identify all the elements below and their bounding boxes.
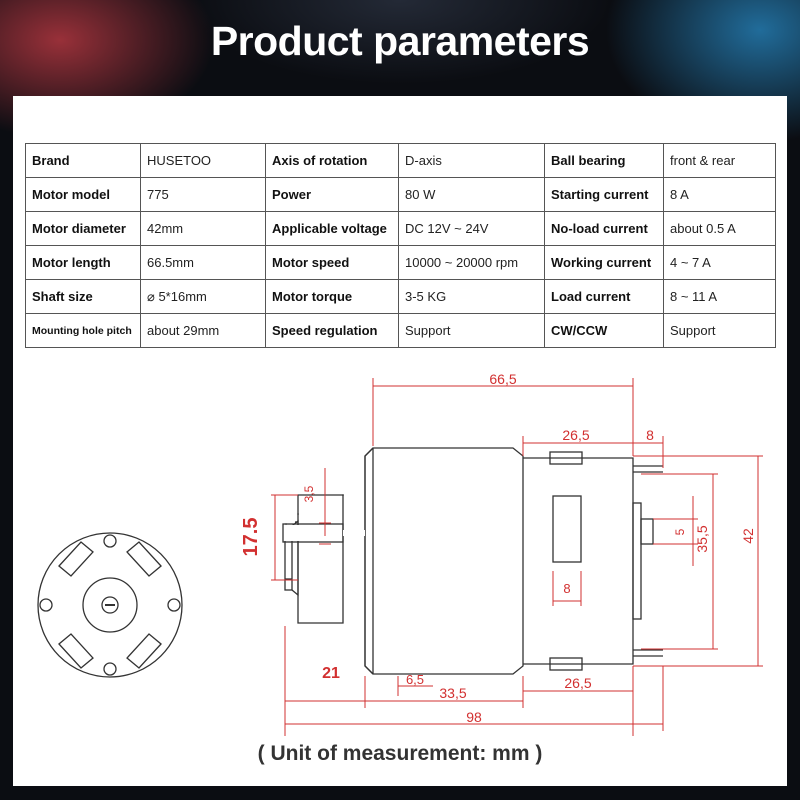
spec-value: DC 12V ~ 24V [398,211,545,246]
spec-value: 66.5mm [140,245,266,280]
dim-terminal: 8 [646,427,654,443]
dim-body-length: 66,5 [489,371,516,387]
motor-side-view [282,447,663,675]
spec-key: Starting current [544,177,664,212]
spec-value: 775 [140,177,266,212]
dimension-labels: 66,5 26,5 8 8 21 6,5 33,5 26,5 98 17.5 3… [240,371,756,725]
dim-window: 8 [563,581,570,596]
dim-boss-len: 6,5 [406,672,424,687]
motor-drawing: 66,5 26,5 8 8 21 6,5 33,5 26,5 98 17.5 3… [37,371,763,736]
spec-value: 42mm [140,211,266,246]
spec-value: 80 W [398,177,545,212]
spec-key: Brand [25,143,141,178]
page-title: Product parameters [210,18,590,64]
spec-key: Power [265,177,399,212]
spec-value: 8 ~ 11 A [663,279,776,314]
spec-value: Support [398,313,545,348]
spec-key: Axis of rotation [265,143,399,178]
spec-key: Motor torque [265,279,399,314]
spec-value: Support [663,313,776,348]
dim-rear-dia: 35,5 [694,525,710,552]
spec-key: Applicable voltage [265,211,399,246]
spec-key: Speed regulation [265,313,399,348]
dim-body-mid: 33,5 [439,685,466,701]
spec-key: Shaft size [25,279,141,314]
spec-key: Motor model [25,177,141,212]
unit-note: ( Unit of measurement: mm ) [257,742,543,765]
spec-key: Motor diameter [25,211,141,246]
dim-front-height: 17.5 [240,518,262,557]
dim-rear-bottom: 26,5 [564,675,591,691]
dimension-lines [271,378,763,736]
motor-end-view [37,532,183,678]
spec-value: 8 A [663,177,776,212]
dim-shaft-step: 3,5 [302,485,316,502]
spec-key: Motor length [25,245,141,280]
spec-value: ⌀ 5*16mm [140,279,266,314]
dim-total: 98 [466,709,482,725]
spec-value: about 29mm [140,313,266,348]
spec-key: CW/CCW [544,313,664,348]
spec-value: 4 ~ 7 A [663,245,776,280]
spec-key: Load current [544,279,664,314]
spec-value: 3-5 KG [398,279,545,314]
dim-shaft-len: 21 [322,665,340,682]
dim-body-dia: 42 [740,528,756,544]
spec-value: front & rear [663,143,776,178]
dim-rear-section: 26,5 [562,427,589,443]
dim-shaft-dia: 5 [673,528,687,535]
